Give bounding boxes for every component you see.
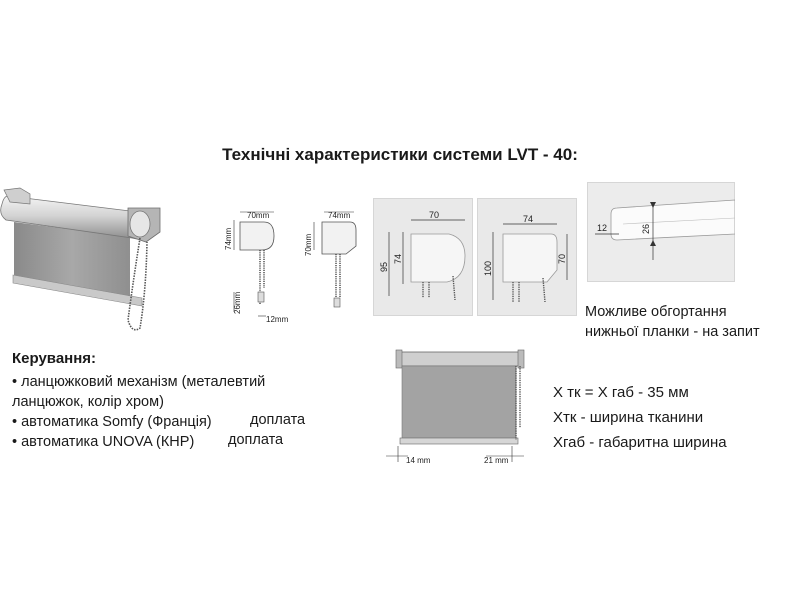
dim-small-height: 74mm (224, 227, 233, 250)
dim-a-outer-height: 95 (379, 262, 389, 272)
controls-surcharge-2: доплата (228, 432, 284, 448)
bottom-bar-caption-1: Можливе обгортання (585, 304, 727, 320)
side-profile-small: 70mm 74mm 26mm 12mm (224, 211, 289, 324)
page-title: Технічні характеристики системи LVT - 40… (222, 145, 578, 164)
formula-line-3: Хгаб - габаритна ширина (553, 434, 727, 451)
cross-section-a: 70 95 74 (379, 210, 466, 301)
dim-chain-height: 26mm (233, 291, 242, 314)
controls-item-2: ланцюжок, колір хром) (12, 394, 164, 410)
dim-large-width: 74mm (328, 211, 351, 220)
dim-a-width: 70 (429, 210, 439, 220)
controls-item-3: • автоматика Somfy (Франція) (12, 414, 212, 430)
front-view-drawing: 14 mm 21 mm (386, 349, 525, 465)
dim-bar-height: 26 (641, 224, 651, 234)
dim-left-offset: 14 mm (406, 456, 431, 465)
controls-item-1: • ланцюжковий механізм (металевтий (12, 374, 266, 390)
formula-line-1: Х тк = Х габ - 35 мм (553, 384, 689, 401)
roller-blind-illustration (0, 187, 161, 331)
side-profile-large: 74mm 70mm (304, 211, 357, 308)
controls-heading: Керування: (12, 350, 97, 367)
dim-chain-offset: 12mm (266, 315, 289, 324)
dim-b-outer-height: 100 (483, 261, 493, 276)
bottom-bar-caption-2: нижньої планки - на запит (585, 324, 760, 340)
dim-a-inner-height: 74 (393, 254, 403, 264)
dim-right-offset: 21 mm (484, 456, 509, 465)
controls-surcharge-1: доплата (250, 412, 306, 428)
dim-b-width: 74 (523, 214, 533, 224)
dim-bar-width: 12 (597, 223, 607, 233)
bottom-bar-profile: 26 12 (595, 199, 735, 260)
controls-item-4: • автоматика UNOVA (КНР) (12, 434, 195, 450)
dim-b-inner-height: 70 (557, 254, 567, 264)
dim-large-height: 70mm (304, 233, 313, 256)
cross-section-b: 74 100 70 (483, 214, 568, 303)
dim-small-width: 70mm (247, 211, 270, 220)
formula-line-2: Хтк - ширина тканини (553, 409, 704, 426)
